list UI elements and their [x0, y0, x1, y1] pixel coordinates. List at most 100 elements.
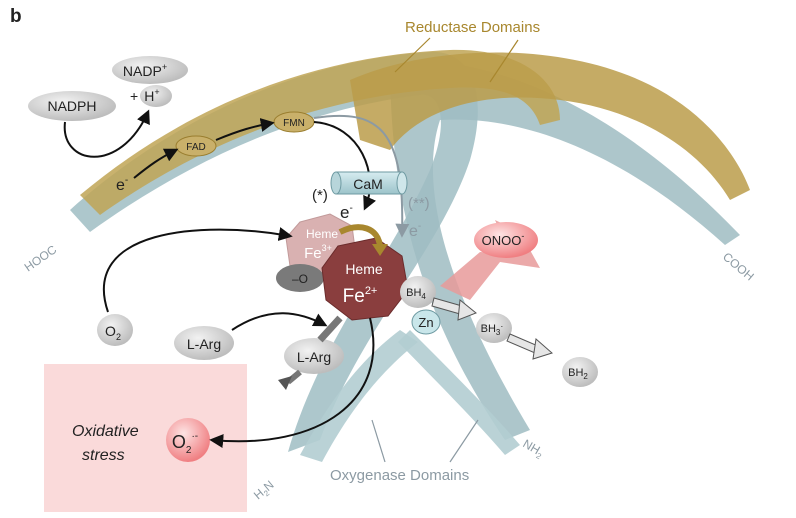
- cam-cylinder: [330, 171, 408, 195]
- nadph-label: NADPH: [47, 98, 96, 114]
- superoxide-release-arrow: [209, 317, 375, 448]
- electron-alt: e-: [409, 221, 421, 240]
- proton-text: H+: [144, 87, 159, 104]
- oxygenase-tails: [300, 330, 520, 462]
- svg-text:NH2: NH2: [520, 436, 547, 461]
- cooh-terminus: COOH: [720, 250, 757, 284]
- oxygenase-pointer-left: [371, 419, 386, 463]
- electron-cam: e-: [340, 203, 353, 222]
- onoo-ball: [474, 222, 538, 258]
- larg-product-label: L-Arg: [297, 349, 331, 365]
- onoo-label: ONOO: [482, 233, 522, 248]
- superoxide-ball: [166, 418, 210, 462]
- bh3-text: BH3·: [481, 321, 504, 337]
- cam-label: CaM: [353, 176, 383, 192]
- plus-sign: +: [130, 88, 138, 104]
- superoxide-sub: 2: [186, 445, 192, 456]
- proton-ellipse: [140, 85, 172, 107]
- fe3-label: Fe: [304, 245, 322, 262]
- nh2-sub: 2: [535, 451, 544, 461]
- nh2-terminus: NH2: [520, 436, 547, 461]
- superoxide-text: O2 ·-: [172, 431, 198, 456]
- o2-text: O2: [105, 323, 121, 342]
- svg-text:H2N: H2N: [251, 478, 278, 504]
- nadp-ellipse: [112, 56, 188, 84]
- larg-product-ball: [284, 338, 344, 374]
- bh3-sup: ·: [500, 321, 503, 331]
- hooc-terminus: HOOC: [22, 242, 60, 274]
- nadp-sup: +: [162, 62, 167, 72]
- fe2-label: Fe: [343, 286, 365, 307]
- heme-reduction-arrowhead: [372, 244, 388, 256]
- heme-fe3-heme: Heme: [306, 227, 338, 241]
- zn-ball: [411, 309, 441, 335]
- bh4-sub: 4: [421, 292, 426, 301]
- superoxide-label: O: [172, 432, 186, 452]
- onoo-sup: -: [521, 231, 524, 241]
- fad-label: FAD: [186, 142, 205, 153]
- electron-cam-sup: -: [349, 203, 352, 214]
- nadph-ellipse: [28, 91, 116, 121]
- electron-alt-e: e: [409, 223, 418, 240]
- superoxide-sup: ·-: [191, 431, 198, 442]
- electron-fad: e-: [116, 175, 128, 194]
- fad-ellipse: [175, 135, 217, 157]
- zn-label: Zn: [418, 315, 433, 330]
- heme-fe2-iron: Fe2+: [343, 285, 378, 307]
- bh3-ball: [476, 313, 512, 343]
- h-label: H: [144, 88, 154, 104]
- oxygenase-domains-label: Oxygenase Domains: [330, 467, 469, 484]
- o2-sub: 2: [116, 332, 121, 342]
- larg-hollow-arrowhead: [278, 376, 292, 390]
- bh3-to-bh2-arrow: [506, 333, 553, 360]
- star-single-label: (*): [312, 187, 328, 204]
- electron-to-fad-arrow: [133, 148, 179, 179]
- fmn-to-heme-arrow: [313, 121, 376, 211]
- h-sup: +: [154, 87, 159, 97]
- electron-fad-sup: -: [125, 175, 128, 186]
- fmn-label: FMN: [283, 118, 305, 129]
- oxygenase-pointer-right: [449, 419, 479, 463]
- fe2-sup: 2+: [365, 285, 378, 297]
- oxo-blob: [276, 264, 324, 292]
- electron-fad-e: e: [116, 177, 125, 194]
- fad-to-fmn-arrow: [215, 118, 275, 141]
- fe3-sup: 3+: [322, 243, 332, 253]
- oxidative-text-line1: Oxidative: [72, 423, 139, 440]
- nadph-oxidation-arrow: [63, 109, 150, 158]
- heme-reduction-arrow: [338, 224, 383, 247]
- fmn-to-heme-alt-arrow: [313, 114, 410, 238]
- o2-binding-arrow: [102, 227, 293, 313]
- onoo-text: ONOO-: [482, 231, 525, 248]
- nadp-label: NADP: [123, 63, 162, 79]
- larg-binding-arrow: [231, 312, 328, 331]
- reductase-pointer-left: [394, 37, 431, 73]
- heme-fe2-heme: Heme: [345, 261, 383, 277]
- o2-label: O: [105, 323, 116, 339]
- bh2-ball: [562, 357, 598, 387]
- bh3-sub: 3: [496, 328, 501, 337]
- reductase-domains-label: Reductase Domains: [405, 19, 540, 36]
- oxidative-text-line2: stress: [82, 447, 125, 464]
- star-double-label: (**): [408, 195, 430, 212]
- bh2-label: BH: [568, 367, 583, 379]
- bh4-to-bh3-arrow: [431, 297, 477, 321]
- h2n-terminus: H2N: [251, 478, 278, 504]
- oxo-label: –O: [292, 272, 308, 286]
- reductase-pointer-right: [489, 39, 519, 83]
- bh2-text: BH2: [568, 367, 588, 381]
- larg-substrate-ball: [174, 326, 234, 360]
- electron-alt-sup: -: [418, 221, 421, 232]
- bh3-label: BH: [481, 323, 496, 335]
- bh2-sub: 2: [583, 372, 588, 381]
- o2-ball: [97, 314, 133, 346]
- bh4-label: BH: [406, 287, 421, 299]
- nadp-text: NADP+: [123, 62, 167, 79]
- bh4-text: BH4: [406, 287, 426, 301]
- bh4-ball: [400, 276, 436, 308]
- larg-hollow-arrow-top: [317, 315, 343, 343]
- larg-substrate-label: L-Arg: [187, 336, 221, 352]
- reductase-domain-bands: [80, 49, 750, 216]
